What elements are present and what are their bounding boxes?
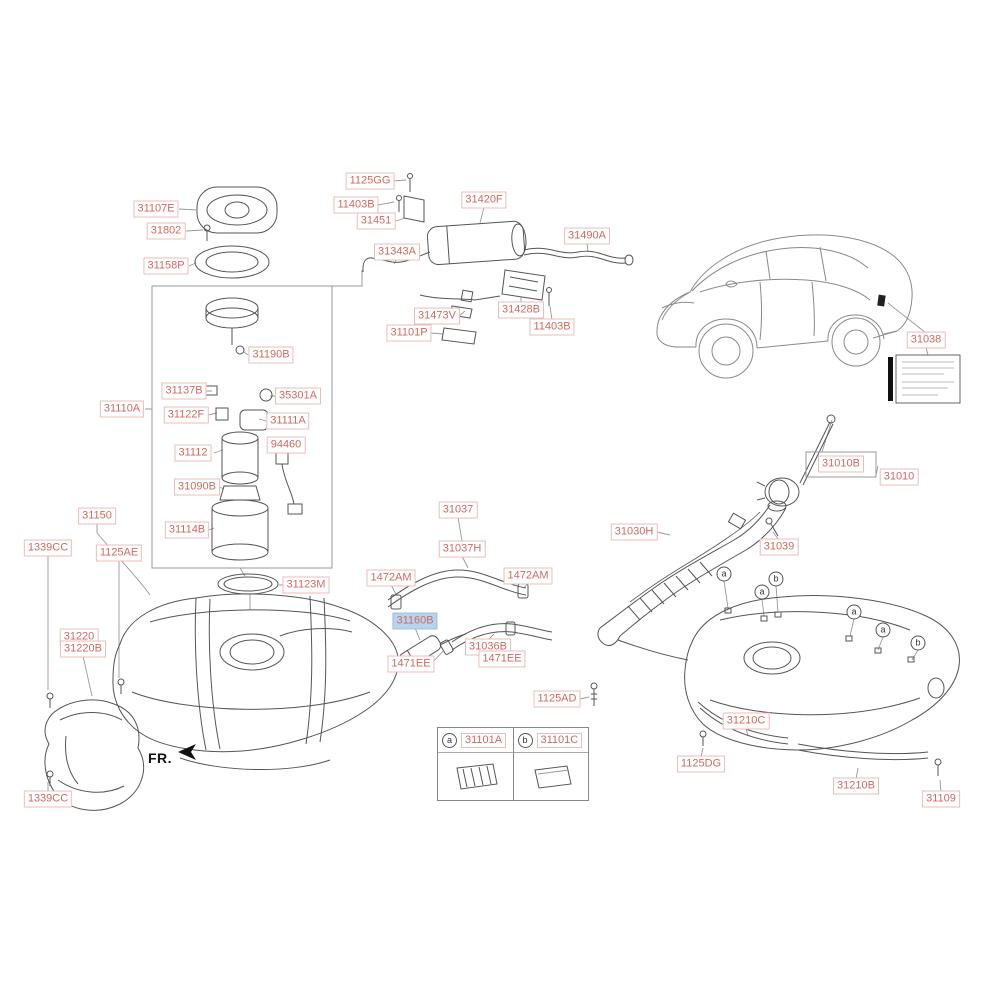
heat-protector (44, 678, 145, 811)
fuel-tank-right (684, 595, 960, 776)
part-label-31473v[interactable]: 31473V (414, 307, 460, 325)
fr-direction-label: FR. (148, 750, 173, 766)
part-label-31137b[interactable]: 31137B (161, 382, 207, 400)
part-label-31038[interactable]: 31038 (906, 331, 946, 349)
part-label-31112[interactable]: 31112 (174, 444, 212, 462)
legend-head-b: b 31101C (513, 728, 588, 753)
part-label-1125gg[interactable]: 1125GG (345, 172, 395, 190)
car-illustration (656, 234, 913, 379)
part-label-1125ae[interactable]: 1125AE (95, 544, 143, 562)
part-label-31802[interactable]: 31802 (146, 222, 186, 240)
part-label-31158p[interactable]: 31158P (143, 257, 189, 275)
part-label-1125ad[interactable]: 1125AD (533, 690, 581, 708)
legend-image-b (514, 753, 589, 800)
pump-module-box (151, 270, 363, 569)
fuel-caution-plate (888, 354, 961, 404)
part-label-11403b[interactable]: 11403B (333, 196, 379, 214)
part-label-31160b[interactable]: 31160B (392, 612, 438, 630)
callout-marker-a: a (846, 604, 862, 620)
part-label-31150[interactable]: 31150 (78, 507, 116, 525)
part-label-31343a[interactable]: 31343A (374, 243, 420, 261)
callout-marker-b: b (768, 571, 784, 587)
part-label-31010b[interactable]: 31010B (818, 455, 864, 473)
part-label-1339cc[interactable]: 1339CC (23, 539, 73, 557)
part-label-11403b[interactable]: 11403B (529, 318, 575, 336)
part-label-31490a[interactable]: 31490A (564, 227, 610, 245)
callout-marker-b: b (910, 635, 926, 651)
part-label-31451[interactable]: 31451 (356, 212, 396, 230)
part-label-31110a[interactable]: 31110A (99, 400, 145, 418)
part-label-31122f[interactable]: 31122F (163, 406, 209, 424)
filler-neck-assembly (597, 414, 877, 661)
callout-marker-a: a (716, 566, 732, 582)
legend-marker-a: a (442, 732, 457, 748)
legend-head-a: a 31101A (438, 728, 513, 753)
legend-image-a (438, 753, 513, 800)
legend-marker-b: b (517, 732, 533, 748)
part-label-31037h[interactable]: 31037H (438, 540, 486, 558)
part-label-31030h[interactable]: 31030H (610, 523, 658, 541)
fuel-pump-cap-assembly (194, 186, 278, 279)
callout-marker-a: a (875, 622, 891, 638)
part-label-1471ee[interactable]: 1471EE (478, 650, 526, 668)
part-label-31210b[interactable]: 31210B (833, 777, 879, 795)
fuel-tank-left (112, 593, 399, 771)
legend-cell-b: b 31101C (512, 728, 589, 800)
part-label-31109[interactable]: 31109 (922, 790, 960, 808)
part-label-31210c[interactable]: 31210C (722, 712, 770, 730)
part-label-1472am[interactable]: 1472AM (503, 567, 553, 585)
pad-b-drawing (534, 764, 572, 789)
fr-arrow-icon (178, 744, 196, 760)
part-label-31010[interactable]: 31010 (879, 468, 919, 486)
part-label-1125dg[interactable]: 1125DG (676, 755, 726, 773)
part-label-31039[interactable]: 31039 (759, 538, 799, 556)
part-label-94460[interactable]: 94460 (266, 436, 306, 454)
part-label-31037[interactable]: 31037 (438, 501, 478, 519)
part-label-31101p[interactable]: 31101P (386, 324, 432, 342)
part-label-31123m[interactable]: 31123M (282, 576, 330, 594)
part-label-31428b[interactable]: 31428B (498, 301, 544, 319)
fuel-pump-module (205, 297, 303, 595)
part-label-1339cc[interactable]: 1339CC (23, 790, 73, 808)
legend-box: a 31101A b 31101C (437, 727, 589, 801)
fuel-door-mark (877, 294, 886, 307)
part-label-31114b[interactable]: 31114B (164, 521, 210, 539)
part-label-31090b[interactable]: 31090B (174, 478, 220, 496)
callout-marker-a: a (754, 584, 770, 600)
part-label-31220b[interactable]: 31220B (60, 640, 106, 658)
part-label-35301a[interactable]: 35301A (275, 387, 321, 405)
part-label-31101a[interactable]: 31101A (461, 732, 507, 748)
part-label-1472am[interactable]: 1472AM (366, 569, 416, 587)
part-label-31420f[interactable]: 31420F (461, 191, 507, 209)
part-label-31111a[interactable]: 31111A (266, 412, 310, 430)
part-label-31107e[interactable]: 31107E (133, 200, 179, 218)
leader-lines (47, 179, 942, 793)
legend-cell-a: a 31101A (438, 728, 513, 800)
part-label-1471ee[interactable]: 1471EE (387, 655, 435, 673)
part-label-31190b[interactable]: 31190B (248, 346, 294, 364)
pad-a-drawing (456, 762, 498, 790)
part-label-31101c[interactable]: 31101C (536, 732, 583, 748)
